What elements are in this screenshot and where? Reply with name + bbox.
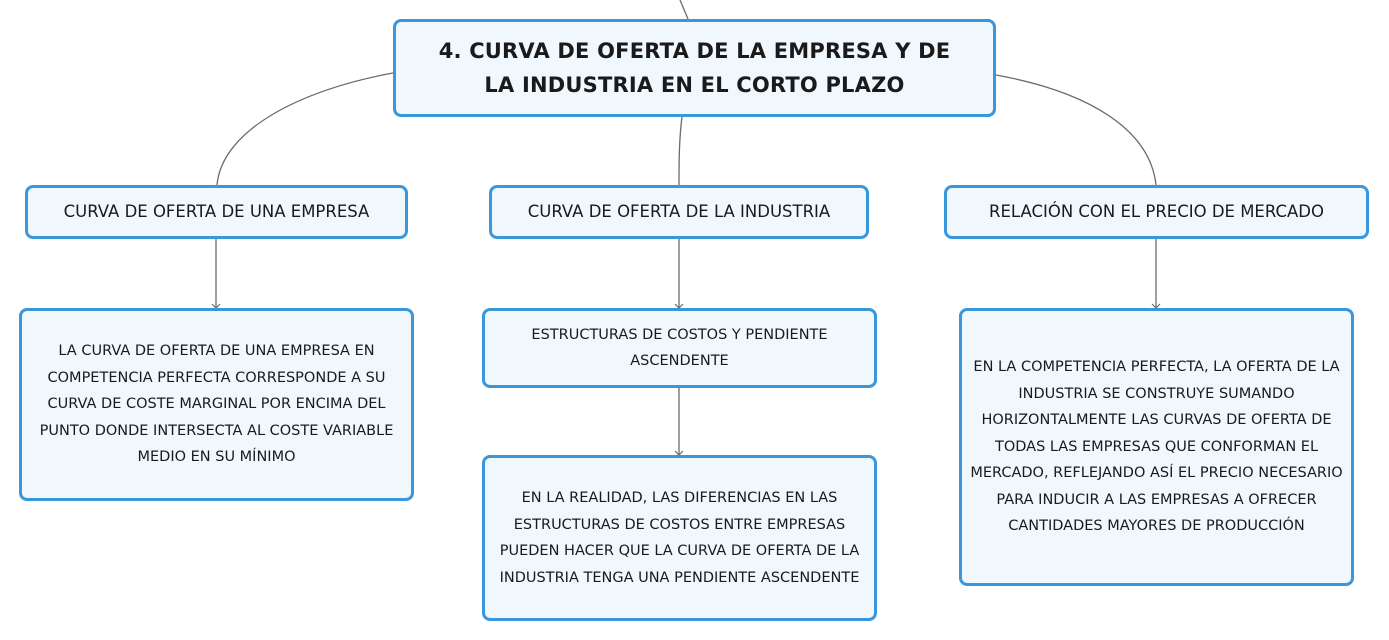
connector-root-branch-2: [678, 116, 683, 186]
branch-curva-oferta-empresa[interactable]: CURVA DE OFERTA DE UNA EMPRESA: [25, 185, 408, 239]
connector-parent: [679, 0, 689, 20]
connector-root-branch-3: [995, 74, 1157, 186]
connector-root-branch-1: [216, 72, 394, 186]
detail-text: LA CURVA DE OFERTA DE UNA EMPRESA EN COM…: [39, 343, 394, 466]
root-topic-title: 4. CURVA DE OFERTA DE LA EMPRESA Y DE LA…: [438, 39, 951, 97]
branch-curva-oferta-industria[interactable]: CURVA DE OFERTA DE LA INDUSTRIA: [489, 185, 869, 239]
branch-label: CURVA DE OFERTA DE UNA EMPRESA: [63, 202, 370, 221]
branch-label: CURVA DE OFERTA DE LA INDUSTRIA: [527, 202, 831, 221]
detail-text: EN LA REALIDAD, LAS DIFERENCIAS EN LAS E…: [499, 490, 860, 586]
root-topic[interactable]: 4. CURVA DE OFERTA DE LA EMPRESA Y DE LA…: [393, 19, 996, 117]
detail-estructuras-costos[interactable]: ESTRUCTURAS DE COSTOS Y PENDIENTE ASCEND…: [482, 308, 877, 388]
branch-relacion-precio-mercado[interactable]: RELACIÓN CON EL PRECIO DE MERCADO: [944, 185, 1369, 239]
detail-diferencias-costos[interactable]: EN LA REALIDAD, LAS DIFERENCIAS EN LAS E…: [482, 455, 877, 621]
detail-competencia-perfecta[interactable]: EN LA COMPETENCIA PERFECTA, LA OFERTA DE…: [959, 308, 1354, 586]
branch-label: RELACIÓN CON EL PRECIO DE MERCADO: [988, 202, 1325, 221]
detail-text: EN LA COMPETENCIA PERFECTA, LA OFERTA DE…: [970, 359, 1343, 535]
detail-curva-oferta-empresa[interactable]: LA CURVA DE OFERTA DE UNA EMPRESA EN COM…: [19, 308, 414, 501]
detail-text: ESTRUCTURAS DE COSTOS Y PENDIENTE ASCEND…: [531, 327, 828, 369]
